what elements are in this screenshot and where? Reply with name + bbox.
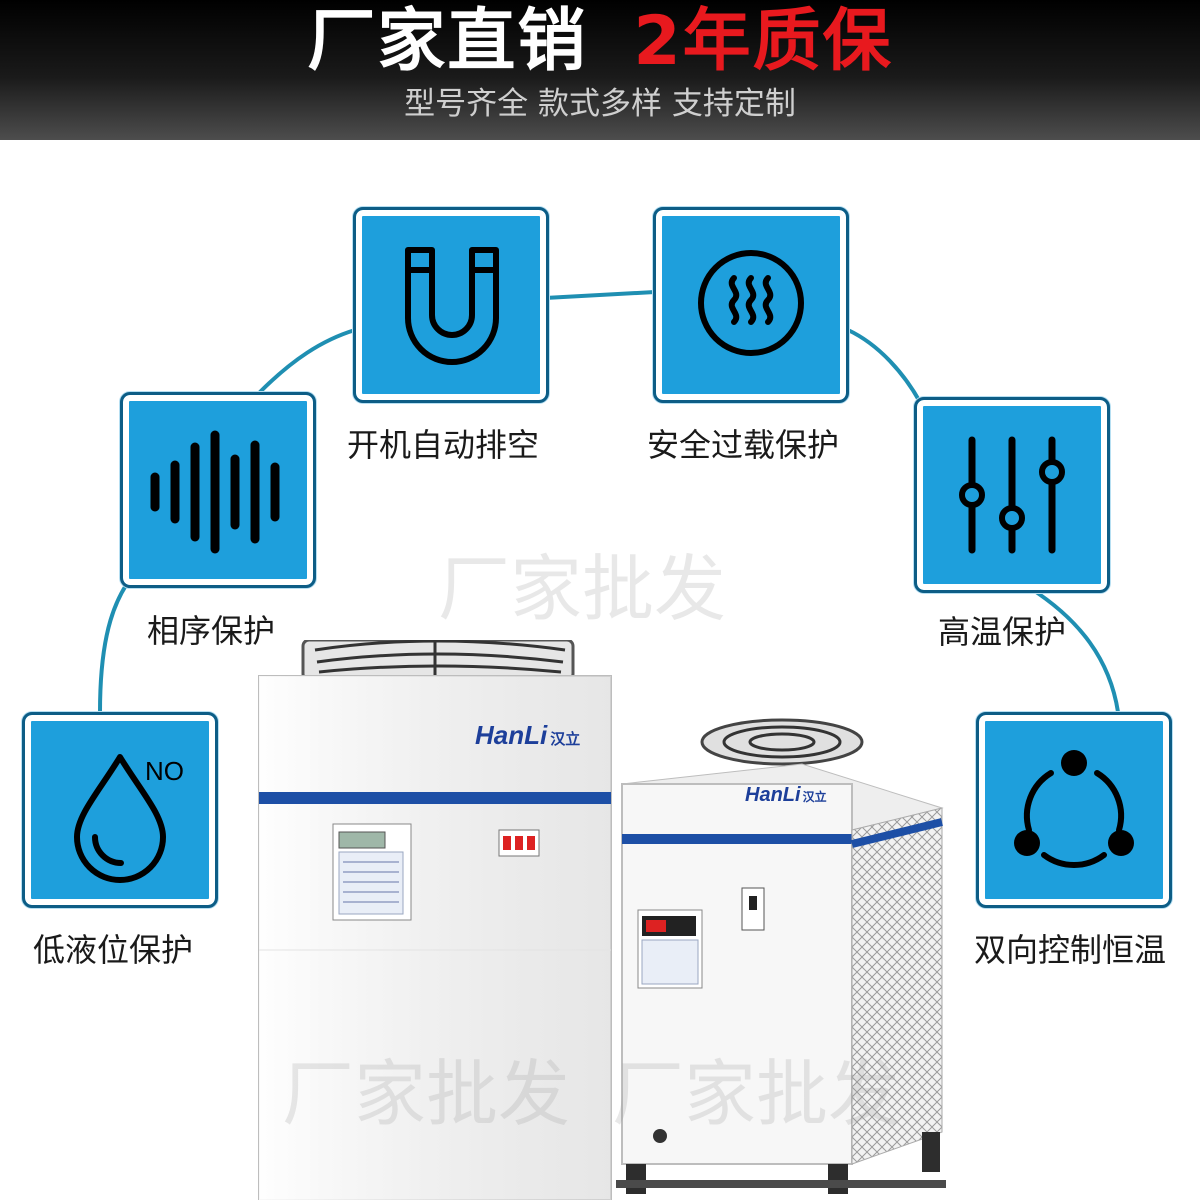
water-drop-icon: NO bbox=[74, 754, 184, 883]
brand-name-cn: 汉立 bbox=[550, 731, 581, 748]
feature-tile-auto-drain bbox=[353, 207, 549, 403]
sliders-icon bbox=[959, 436, 1065, 554]
top-banner: 厂家直销 2年质保 型号齐全 款式多样 支持定制 bbox=[0, 0, 1200, 140]
feature-tile-phase bbox=[120, 392, 316, 588]
horseshoe-magnet-icon bbox=[405, 247, 499, 365]
banner-subline: 型号齐全 款式多样 支持定制 bbox=[404, 86, 796, 122]
headline-factory-direct: 厂家直销 bbox=[307, 2, 588, 81]
large-chiller-unit bbox=[258, 640, 612, 1200]
banner-headline: 厂家直销 2年质保 bbox=[0, 0, 1200, 84]
fan-guard bbox=[301, 640, 575, 682]
feature-tile-low-level: NO bbox=[22, 712, 218, 908]
feature-label-phase: 相序保护 bbox=[147, 612, 276, 650]
feature-tile-bidirectional bbox=[976, 712, 1172, 908]
headline-warranty: 2年质保 bbox=[633, 2, 893, 81]
feature-label-high-temp: 高温保护 bbox=[938, 613, 1067, 651]
feature-label-auto-drain: 开机自动排空 bbox=[347, 426, 540, 464]
feature-tile-overload bbox=[653, 207, 849, 403]
feature-label-bidirectional: 双向控制恒温 bbox=[974, 931, 1167, 969]
brand-name: HanLi bbox=[475, 720, 548, 750]
feature-label-overload: 安全过载保护 bbox=[647, 426, 840, 464]
brand-name: HanLi bbox=[745, 784, 801, 806]
sound-wave-icon bbox=[150, 430, 280, 554]
no-badge: NO bbox=[145, 756, 184, 786]
feature-tile-high-temp bbox=[914, 397, 1110, 593]
small-chiller-unit bbox=[616, 718, 946, 1194]
heat-waves-circle-icon bbox=[698, 250, 804, 356]
three-node-cycle-icon bbox=[1014, 750, 1134, 868]
brand-name-cn: 汉立 bbox=[802, 790, 827, 804]
brand-stripe bbox=[259, 792, 611, 804]
feature-label-low-level: 低液位保护 bbox=[33, 931, 194, 969]
